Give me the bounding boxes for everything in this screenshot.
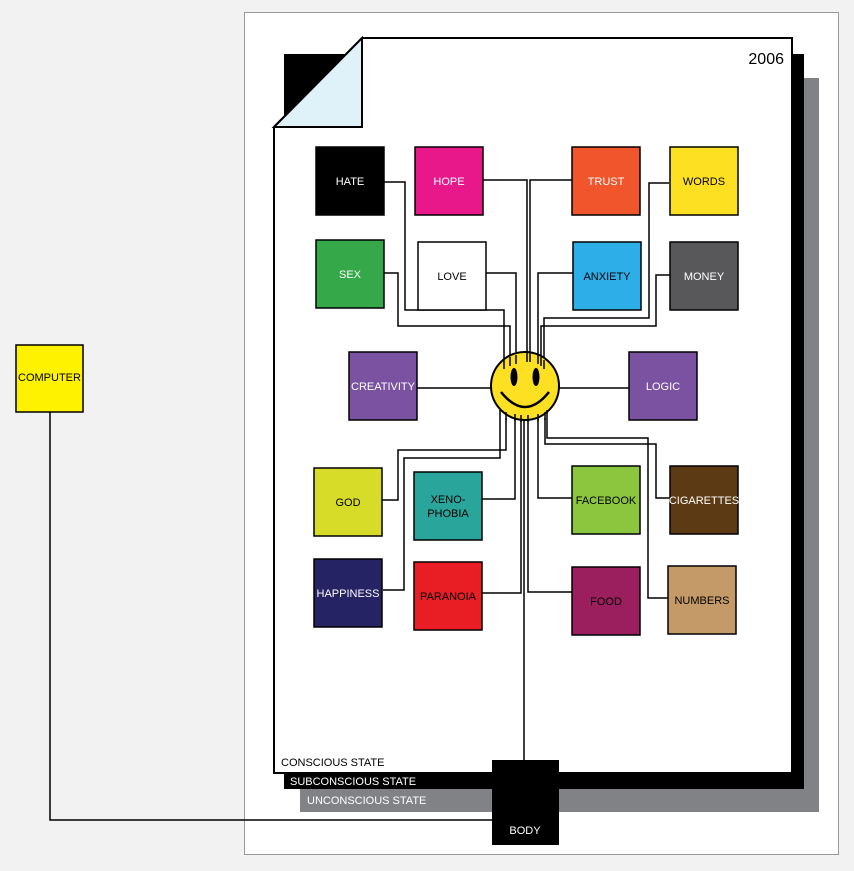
wire-hope xyxy=(483,179,528,360)
concept-label-love: LOVE xyxy=(437,271,466,283)
wire-love xyxy=(486,272,517,360)
concept-box-money: MONEY xyxy=(669,241,739,311)
page-fold-corner xyxy=(271,35,363,128)
concept-box-trust: TRUST xyxy=(571,146,641,216)
concept-label-hate: HATE xyxy=(336,176,365,188)
concept-box-happiness-fill xyxy=(313,558,383,628)
concept-label-numbers: NUMBERS xyxy=(674,595,729,607)
concept-label-money: MONEY xyxy=(684,271,725,283)
wire-anxiety xyxy=(537,272,573,360)
concept-box-numbers-fill xyxy=(667,565,737,635)
computer-box xyxy=(15,344,84,413)
concept-label-xenophobia: XENO-PHOBIA xyxy=(427,494,469,520)
concept-box-god: GOD xyxy=(313,467,383,537)
concept-box-hope-fill xyxy=(414,146,484,216)
concept-label-words: WORDS xyxy=(683,176,725,188)
concept-label-cigarettes: CIGARETTES xyxy=(669,495,739,507)
concept-box-hate: HATE xyxy=(315,146,385,216)
wire-trust xyxy=(529,179,572,360)
concept-label-food: FOOD xyxy=(590,596,622,608)
wire-computer xyxy=(49,412,492,821)
wire-xenophobia xyxy=(482,418,516,500)
concept-box-words-fill xyxy=(669,146,739,216)
wire-numbers xyxy=(546,418,668,599)
concept-box-happiness: HAPPINESS xyxy=(313,558,383,628)
wire-facebook xyxy=(537,418,572,499)
concept-label-anxiety: ANXIETY xyxy=(583,271,631,283)
concept-label-trust: TRUST xyxy=(588,176,625,188)
conscious-state-label: CONSCIOUS STATE xyxy=(281,757,385,769)
wire-god xyxy=(382,418,507,501)
concept-box-xenophobia-fill xyxy=(413,471,483,541)
concept-box-logic-fill xyxy=(628,351,698,421)
unconscious-state-label: UNCONSCIOUS STATE xyxy=(307,795,426,807)
concept-label-facebook: FACEBOOK xyxy=(576,495,637,507)
concept-boxes: HATE HOPE TRUST WORDS SEX LOVE ANXIETY MONEY CRE… xyxy=(313,146,739,636)
wire-happiness xyxy=(383,418,501,591)
concept-box-anxiety: ANXIETY xyxy=(572,241,642,311)
concept-box-food-fill xyxy=(571,566,641,636)
concept-box-words: WORDS xyxy=(669,146,739,216)
body-box xyxy=(492,760,559,845)
concept-box-cigarettes-fill xyxy=(669,465,739,535)
concept-box-sex-fill xyxy=(315,239,385,309)
wire-food xyxy=(527,418,572,593)
wire-cigarettes xyxy=(544,418,670,499)
concept-box-paranoia: PARANOIA xyxy=(413,561,483,631)
concept-box-facebook-fill xyxy=(571,465,641,535)
concept-box-logic: LOGIC xyxy=(628,351,698,421)
wire-money xyxy=(540,274,670,360)
concept-label-paranoia: PARANOIA xyxy=(420,591,477,603)
concept-box-love: LOVE xyxy=(417,241,487,311)
concept-box-cigarettes: CIGARETTES xyxy=(669,465,739,535)
concept-box-facebook: FACEBOOK xyxy=(571,465,641,535)
concept-box-food: FOOD xyxy=(571,566,641,636)
concept-box-trust-fill xyxy=(571,146,641,216)
connector-lines xyxy=(49,179,670,821)
concept-label-hope: HOPE xyxy=(433,176,464,188)
concept-label-sex: SEX xyxy=(339,269,362,281)
concept-box-xenophobia: XENO-PHOBIA xyxy=(413,471,483,541)
concept-box-anxiety-fill xyxy=(572,241,642,311)
concept-label-logic: LOGIC xyxy=(646,381,680,393)
year-label: 2006 xyxy=(748,51,784,68)
concept-box-creativity: CREATIVITY xyxy=(348,351,418,421)
concept-label-happiness: HAPPINESS xyxy=(317,588,380,600)
concept-box-paranoia-fill xyxy=(413,561,483,631)
concept-box-money-fill xyxy=(669,241,739,311)
concept-box-god-fill xyxy=(313,467,383,537)
concept-label-god: GOD xyxy=(335,497,360,509)
concept-box-numbers: NUMBERS xyxy=(667,565,737,635)
concept-box-creativity-fill xyxy=(348,351,418,421)
concept-box-hope: HOPE xyxy=(414,146,484,216)
wire-sex xyxy=(384,272,511,360)
wire-words xyxy=(543,182,669,360)
wire-paranoia xyxy=(482,418,522,594)
concept-label-creativity: CREATIVITY xyxy=(351,381,416,393)
subconscious-state-label: SUBCONSCIOUS STATE xyxy=(290,776,416,788)
smiley-face-icon xyxy=(490,351,560,422)
body-label: BODY xyxy=(509,825,541,837)
concept-box-sex: SEX xyxy=(315,239,385,309)
concept-box-hate-fill xyxy=(315,146,385,216)
concept-box-love-fill xyxy=(417,241,487,311)
computer-label: COMPUTER xyxy=(18,372,81,384)
